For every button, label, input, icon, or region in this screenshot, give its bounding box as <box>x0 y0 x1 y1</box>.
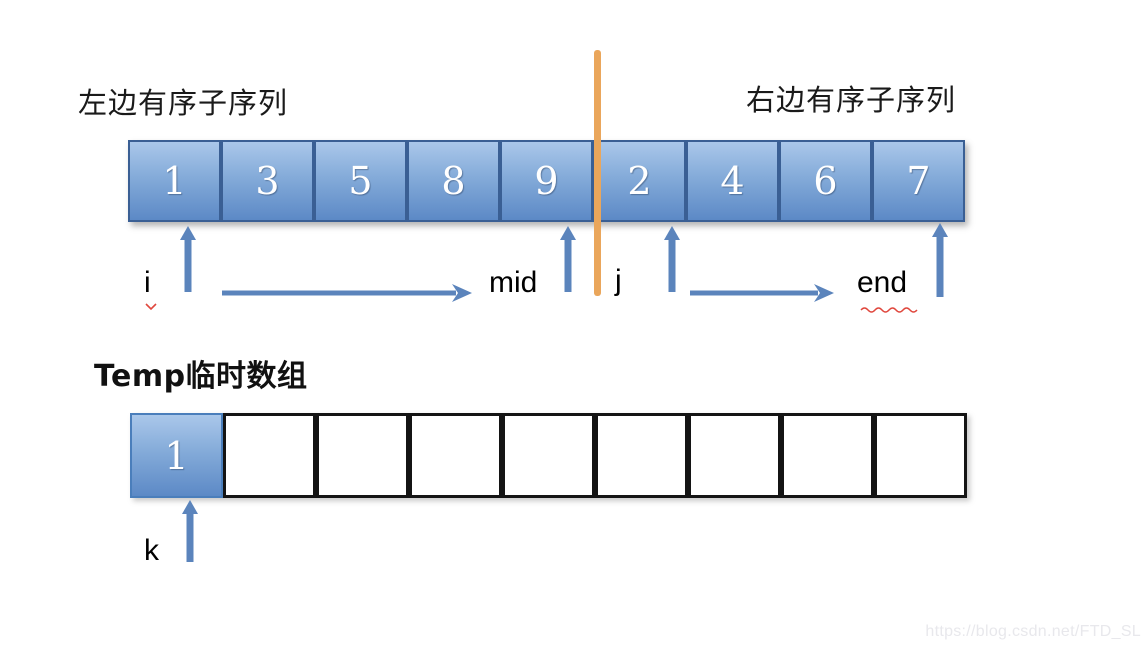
array-cell: 6 <box>779 140 872 222</box>
mid-pointer-arrow-icon <box>560 226 576 292</box>
j-pointer-arrow-icon <box>664 226 680 292</box>
array-cell: 8 <box>407 140 500 222</box>
i-to-mid-arrow-icon <box>222 284 472 302</box>
temp-cell <box>781 413 874 498</box>
array-cell: 9 <box>500 140 593 222</box>
array-cell: 3 <box>221 140 314 222</box>
watermark-url: https://blog.csdn.net/FTD_SL <box>925 623 1141 640</box>
k-pointer-arrow-icon <box>182 500 198 562</box>
partition-divider-line <box>594 50 601 296</box>
temp-cell <box>688 413 781 498</box>
pointer-label-end: end <box>857 266 908 299</box>
j-to-end-arrow-icon <box>690 284 834 302</box>
temp-cell <box>223 413 316 498</box>
temp-array: 1 <box>130 413 967 498</box>
pointer-label-i: i <box>144 266 151 299</box>
temp-cell <box>409 413 502 498</box>
end-red-squiggle-icon <box>860 307 918 313</box>
temp-cell <box>595 413 688 498</box>
pointer-label-j: j <box>615 264 622 297</box>
temp-cell <box>502 413 595 498</box>
temp-cell: 1 <box>130 413 223 498</box>
i-pointer-arrow-icon <box>180 226 196 292</box>
pointer-label-k: k <box>144 534 159 567</box>
i-red-caret-icon <box>145 303 157 311</box>
array-cell: 5 <box>314 140 407 222</box>
temp-array-title: Temp临时数组 <box>94 359 308 394</box>
temp-cell <box>874 413 967 498</box>
array-cell: 7 <box>872 140 965 222</box>
pointer-label-mid: mid <box>489 266 538 299</box>
left-subsequence-title: 左边有序子序列 <box>78 86 289 120</box>
array-cell: 2 <box>593 140 686 222</box>
array-cell: 4 <box>686 140 779 222</box>
right-subsequence-title: 右边有序子序列 <box>746 83 957 117</box>
temp-cell <box>316 413 409 498</box>
main-array: 1 3 5 8 9 2 4 6 7 <box>128 140 965 222</box>
array-cell: 1 <box>128 140 221 222</box>
end-pointer-arrow-icon <box>932 223 948 297</box>
